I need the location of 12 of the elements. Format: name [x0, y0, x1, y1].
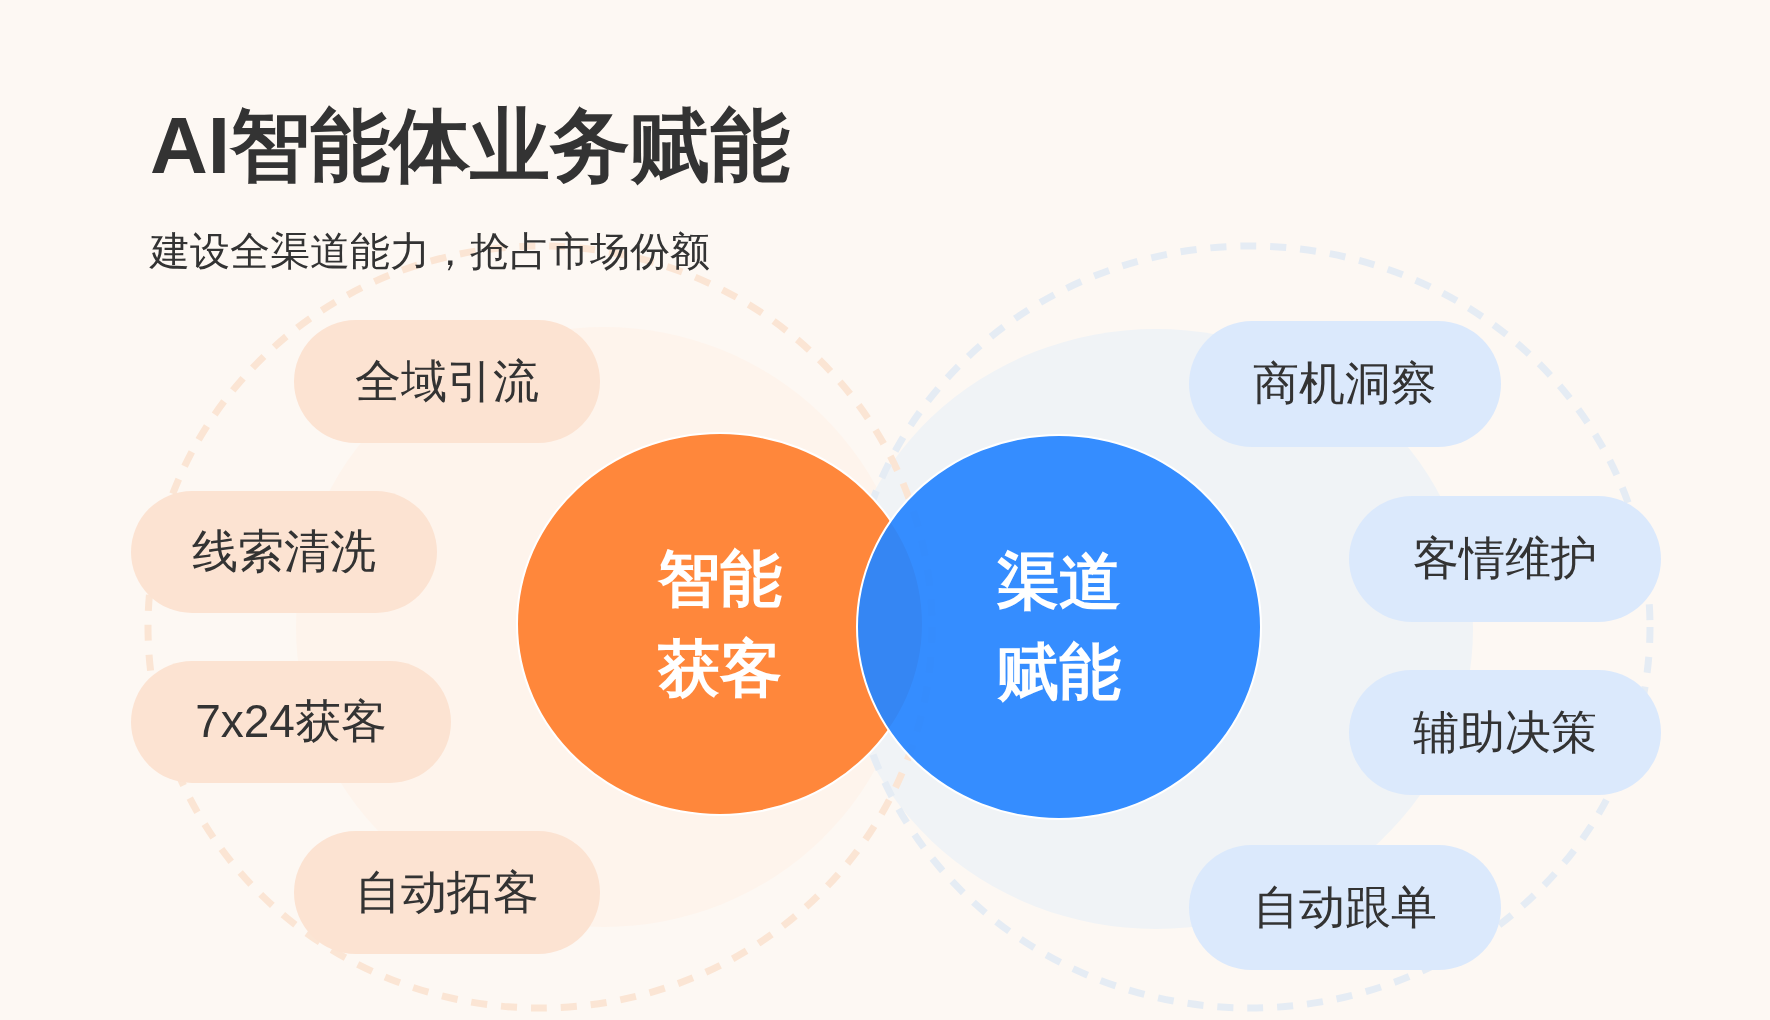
feature-tag: 商机洞察 [1189, 321, 1501, 447]
feature-tag: 全域引流 [294, 320, 600, 443]
circle-label: 渠道赋能 [996, 546, 1122, 708]
title: AI智能体业务赋能 [150, 106, 790, 186]
feature-tag: 7x24获客 [131, 661, 451, 783]
feature-tag: 线索清洗 [131, 491, 437, 613]
subtitle: 建设全渠道能力，抢占市场份额 [150, 231, 710, 271]
feature-tag: 自动跟单 [1189, 845, 1501, 970]
feature-tag: 自动拓客 [294, 831, 600, 954]
circle-label: 智能获客 [657, 543, 783, 705]
feature-tag: 客情维护 [1349, 496, 1661, 622]
feature-tag: 辅助决策 [1349, 670, 1661, 795]
